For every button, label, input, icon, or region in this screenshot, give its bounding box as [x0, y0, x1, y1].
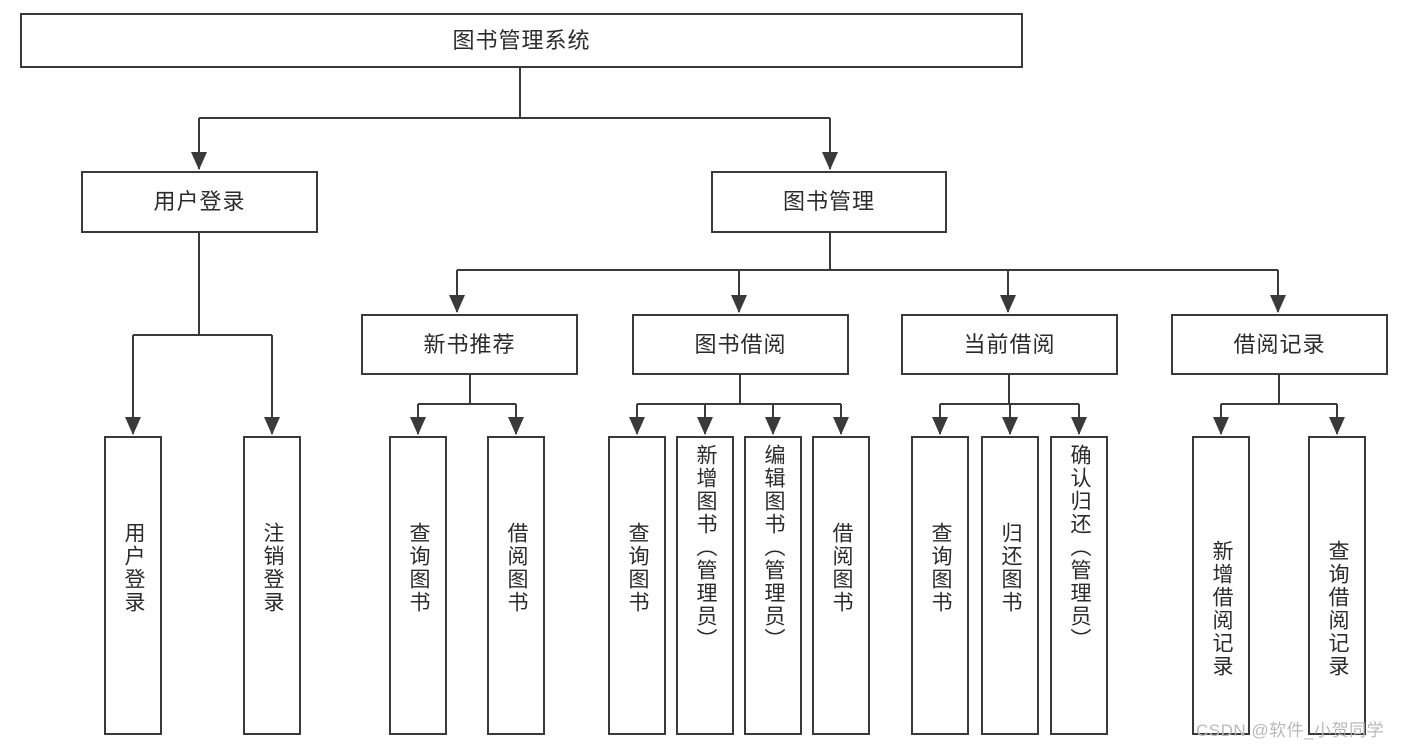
node-label: 图书管理: [782, 189, 875, 215]
node-leaf-nb-borrow: 借阅图书: [487, 436, 545, 735]
node-label: 查询图书: [626, 522, 650, 614]
node-label: 用户登录: [153, 189, 246, 215]
node-leaf-bk-query: 查询图书: [608, 436, 666, 735]
conn-root: [191, 68, 838, 170]
conn-newbook: [410, 375, 524, 435]
node-label: 新增图书（管理员）: [694, 444, 718, 651]
node-label: 借阅图书: [830, 522, 854, 614]
arrowhead: [1213, 417, 1229, 435]
node-label: 用户登录: [122, 522, 146, 614]
conn-login: [125, 233, 280, 435]
node-leaf-cur-confirm: 确认归还（管理员）: [1050, 436, 1108, 735]
arrowhead: [731, 295, 747, 313]
node-root: 图书管理系统: [20, 13, 1023, 68]
conn-current: [932, 375, 1087, 435]
node-records: 借阅记录: [1171, 314, 1388, 375]
node-bookmgmt: 图书管理: [711, 171, 947, 233]
node-label: 图书管理系统: [452, 27, 591, 53]
conn-bookmgmt: [449, 233, 1286, 313]
arrowhead: [125, 417, 141, 435]
node-label: 图书借阅: [694, 331, 787, 357]
node-label: 借阅记录: [1233, 331, 1326, 357]
node-leaf-rec-add: 新增借阅记录: [1192, 436, 1250, 735]
node-label: 注销登录: [261, 522, 285, 614]
node-label: 新书推荐: [423, 331, 516, 357]
arrowhead: [1270, 295, 1286, 313]
conn-records: [1213, 375, 1345, 435]
arrowhead: [1000, 295, 1016, 313]
arrowhead: [833, 417, 849, 435]
node-label: 查询图书: [929, 522, 953, 614]
arrowhead: [1002, 417, 1018, 435]
node-label: 借阅图书: [505, 522, 529, 614]
arrowhead: [629, 417, 645, 435]
arrowhead: [932, 417, 948, 435]
arrowhead: [697, 417, 713, 435]
node-label: 查询借阅记录: [1326, 540, 1350, 678]
watermark-text: CSDN @软件_小贺同学: [1196, 721, 1385, 740]
node-leaf-cur-query: 查询图书: [911, 436, 969, 735]
node-login: 用户登录: [81, 171, 318, 233]
node-leaf-user-login: 用户登录: [104, 436, 162, 735]
arrowhead: [449, 295, 465, 313]
node-leaf-cur-return: 归还图书: [981, 436, 1039, 735]
node-current: 当前借阅: [901, 314, 1118, 375]
node-borrow: 图书借阅: [632, 314, 849, 375]
node-label: 新增借阅记录: [1210, 540, 1234, 678]
node-label: 归还图书: [999, 522, 1023, 614]
node-newbook: 新书推荐: [361, 314, 578, 375]
node-leaf-bk-borrow: 借阅图书: [812, 436, 870, 735]
arrowhead: [1071, 417, 1087, 435]
node-leaf-user-logout: 注销登录: [243, 436, 301, 735]
node-leaf-bk-edit: 编辑图书（管理员）: [744, 436, 802, 735]
node-label: 当前借阅: [963, 331, 1056, 357]
node-leaf-nb-query: 查询图书: [389, 436, 447, 735]
node-leaf-bk-add: 新增图书（管理员）: [676, 436, 734, 735]
node-label: 编辑图书（管理员）: [762, 444, 786, 651]
node-label: 查询图书: [407, 522, 431, 614]
node-label: 确认归还（管理员）: [1068, 444, 1092, 651]
conn-borrow: [629, 375, 849, 435]
arrowhead: [191, 152, 207, 170]
arrowhead: [765, 417, 781, 435]
arrowhead: [822, 152, 838, 170]
arrowhead: [264, 417, 280, 435]
arrowhead: [1329, 417, 1345, 435]
arrowhead: [508, 417, 524, 435]
arrowhead: [410, 417, 426, 435]
node-leaf-rec-query: 查询借阅记录: [1308, 436, 1366, 735]
